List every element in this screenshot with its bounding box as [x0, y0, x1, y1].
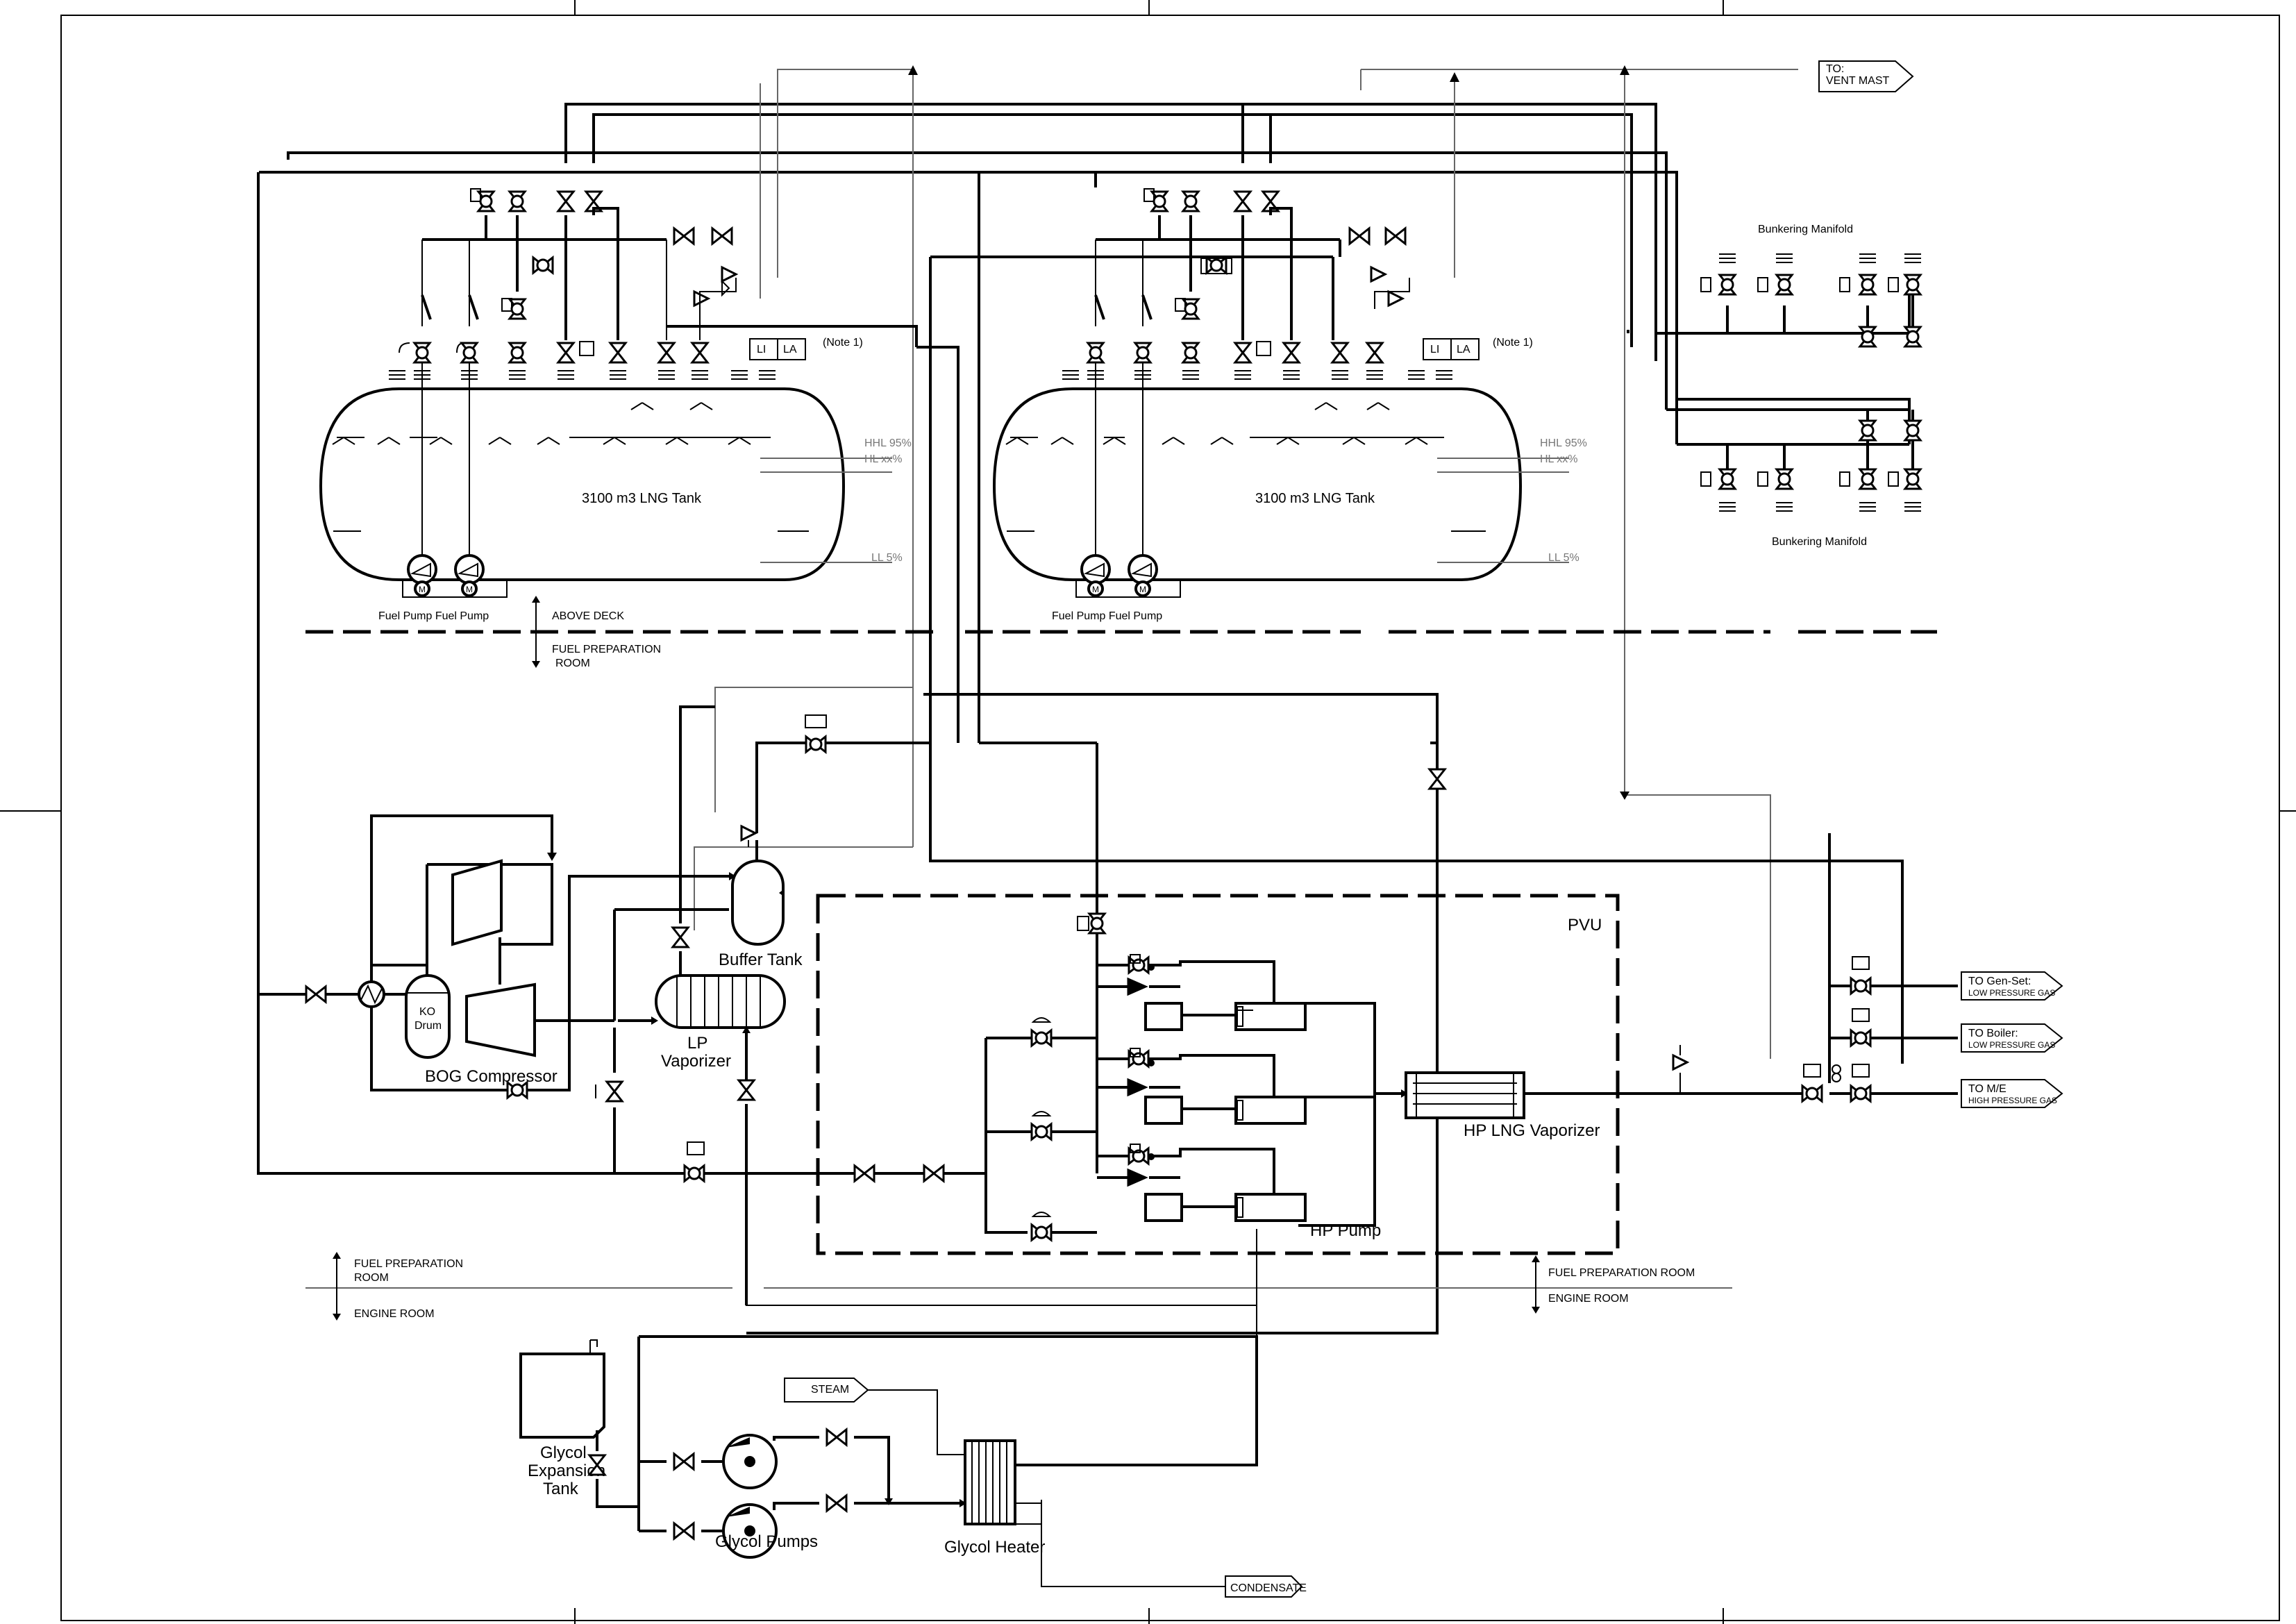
fuel-pump-2a [1080, 554, 1111, 597]
hp-lng-vaporizer-label: HP LNG Vaporizer [1464, 1121, 1600, 1140]
hp-pump-cylinder-2 [1144, 1096, 1307, 1125]
condensate-label: CONDENSATE [1230, 1582, 1307, 1594]
hp-pump-cylinder-1 [1144, 1002, 1307, 1031]
hp-pump-cylinder-3 [1144, 1193, 1307, 1222]
ko-drum-label-2: Drum [414, 1020, 442, 1032]
vent-mast-label: TO: [1826, 63, 1844, 75]
gen-set-label: TO Gen-Set: [1968, 976, 2031, 987]
vent-mast-label-2: VENT MAST [1826, 75, 1890, 87]
misc-pipes [979, 742, 1098, 757]
deck-boundary: ABOVE DECK FUEL PREPARATION ROOM [305, 596, 1937, 669]
glycol-exp-label-3: Tank [543, 1480, 579, 1498]
lower-room-boundaries: FUEL PREPARATION ROOM ENGINE ROOM FUEL P… [305, 1252, 1732, 1321]
bog-compressor: KO Drum BOG Compressor [257, 172, 729, 1099]
boiler-label: TO Boiler: [1968, 1028, 2018, 1039]
lng-tank-1: 3100 m3 LNG Tank HHL 95% HL xx% LL 5% Fu… [319, 361, 912, 622]
tank-2-la: LA [1457, 344, 1470, 355]
top-header-lines [257, 103, 1911, 1175]
tank-2-hl: HL xx% [1540, 453, 1578, 465]
tank-2-li: LI [1430, 344, 1439, 355]
tank-2-valves[interactable]: LI LA (Note 1) [929, 172, 1533, 743]
tank-1-ll: LL 5% [871, 552, 903, 564]
above-deck-label: ABOVE DECK [552, 610, 624, 622]
hp-pump-system: HP Pump [805, 757, 1408, 1241]
tank-2-ll: LL 5% [1548, 552, 1579, 564]
pvu-boundary [816, 894, 1620, 1255]
lp-vaporizer-label-1: LP [687, 1034, 707, 1053]
gen-set-label-2: LOW PRESSURE GAS [1968, 988, 2055, 998]
fuel-prep-room-top-1: FUEL PREPARATION [552, 644, 661, 655]
right-engine-room: ENGINE ROOM [1548, 1293, 1629, 1305]
bunkering-manifold[interactable]: Bunkering Manifold Bunkering Manifold [1666, 224, 1922, 548]
tank-1-note: (Note 1) [823, 337, 863, 349]
me-label-2: HIGH PRESSURE GAS [1968, 1096, 2057, 1105]
lp-vaporizer-label-2: Vaporizer [661, 1052, 731, 1071]
glycol-heater-label: Glycol Heater [944, 1538, 1045, 1557]
left-fuel-prep-1: FUEL PREPARATION [354, 1258, 463, 1270]
glycol-pumps-label: Glycol Pumps [715, 1532, 818, 1551]
bog-compressor-label: BOG Compressor [425, 1067, 558, 1086]
tank-1-pump-labels: Fuel Pump Fuel Pump [378, 610, 489, 622]
left-fuel-prep-2: ROOM [354, 1272, 389, 1284]
tank-2-hhl: HHL 95% [1540, 437, 1587, 449]
left-engine-room: ENGINE ROOM [354, 1308, 435, 1320]
lp-vaporizer: LP Vaporizer [595, 705, 805, 1305]
boiler-label-2: LOW PRESSURE GAS [1968, 1040, 2055, 1050]
fuel-pump-1a [407, 554, 437, 597]
buffer-tank-label: Buffer Tank [719, 951, 803, 969]
pvu-label: PVU [1568, 916, 1602, 935]
bunkering-manifold-bottom-label: Bunkering Manifold [1772, 536, 1867, 548]
hp-lng-vaporizer: HP LNG Vaporizer [746, 693, 1805, 1334]
tank-1-hhl: HHL 95% [864, 437, 912, 449]
bunkering-manifold-top-label: Bunkering Manifold [1758, 224, 1853, 235]
tank-2-pump-labels: Fuel Pump Fuel Pump [1052, 610, 1162, 622]
tank-2-label: 3100 m3 LNG Tank [1255, 491, 1375, 506]
hp-pump-label: HP Pump [1310, 1221, 1381, 1240]
tank-2-note: (Note 1) [1493, 337, 1533, 349]
fuel-prep-room-top-2: ROOM [555, 658, 590, 669]
glycol-system: Glycol Expansion Tank Glycol Pumps [519, 1229, 1307, 1598]
me-label: TO M/E [1968, 1083, 2006, 1095]
ko-drum-label-1: KO [419, 1006, 435, 1018]
tank-1-li: LI [757, 344, 766, 355]
vent-mast-tag: TO: VENT MAST [1818, 60, 1914, 92]
tank-1-hl: HL xx% [864, 453, 903, 465]
tank-1-label: 3100 m3 LNG Tank [582, 491, 702, 506]
fuel-pump-1b [454, 554, 485, 597]
right-fuel-prep: FUEL PREPARATION ROOM [1548, 1267, 1695, 1279]
tank-1-la: LA [783, 344, 797, 355]
steam-label: STEAM [811, 1384, 849, 1396]
glycol-exp-label-1: Glycol [540, 1443, 587, 1462]
fuel-pump-2b [1128, 554, 1158, 597]
gas-outlets[interactable]: TO Gen-Set: LOW PRESSURE GAS TO Boiler: … [930, 833, 2063, 1108]
drawing-frame [60, 15, 2280, 1621]
lng-tank-2: 3100 m3 LNG Tank HHL 95% HL xx% LL 5% Fu… [992, 361, 1587, 622]
